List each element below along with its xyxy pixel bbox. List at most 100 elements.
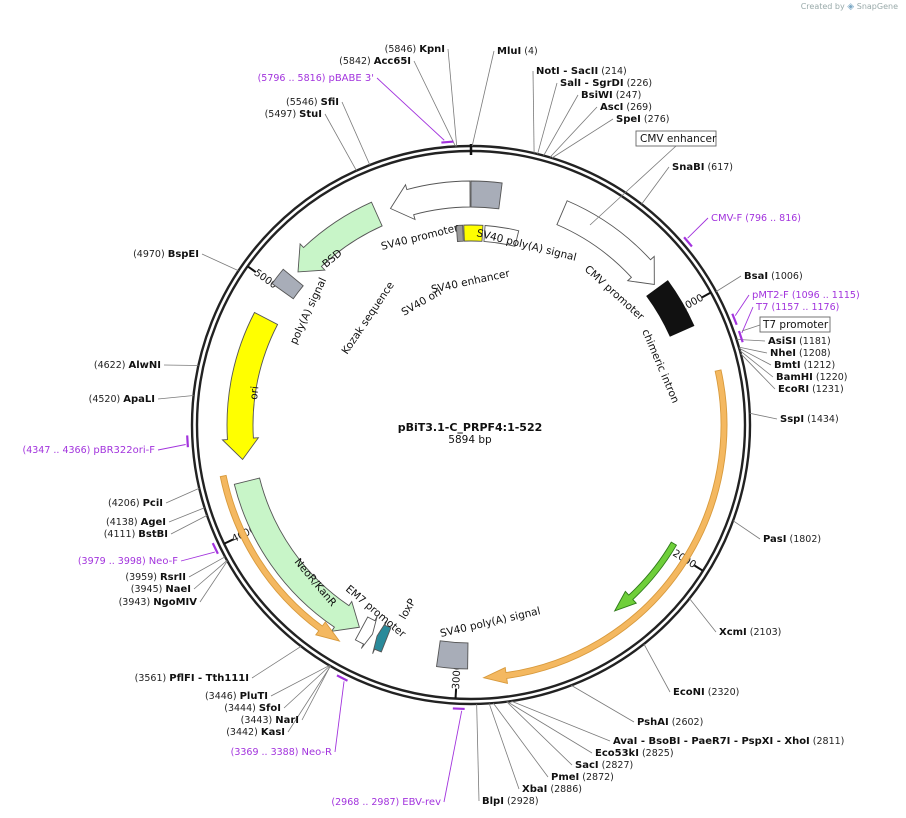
- site-econi[interactable]: EcoNI (2320): [643, 643, 739, 698]
- site-leader: [749, 412, 778, 420]
- site-enzyme-name: SpeI: [616, 114, 641, 125]
- primer-range: (4347 .. 4366): [23, 445, 94, 456]
- feature-bsd[interactable]: [297, 201, 383, 273]
- feature-cmv-promoter[interactable]: [556, 200, 655, 285]
- kozak-label: Kozak sequence: [340, 280, 397, 357]
- site-asci[interactable]: AscI (269): [549, 102, 652, 158]
- site-enzyme-name: -: [730, 736, 741, 747]
- site-pasi[interactable]: PasI (1802): [732, 520, 821, 545]
- feature-orf[interactable]: [482, 369, 728, 685]
- site-enzyme-name: PmeI: [551, 772, 579, 783]
- primer-label: (4347 .. 4366) pBR322ori-F: [23, 445, 156, 456]
- site-stui[interactable]: (5497) StuI: [265, 109, 357, 171]
- site-bsai[interactable]: BsaI (1006): [715, 271, 803, 292]
- primer-label: pMT2-F (1096 .. 1115): [752, 290, 860, 301]
- site-pmei[interactable]: PmeI (2872): [492, 702, 614, 783]
- site-position: (5497): [265, 109, 300, 120]
- feature-neor-kanr[interactable]: [233, 477, 360, 632]
- primer-cmv-f[interactable]: CMV-F (796 .. 816): [683, 213, 801, 248]
- site-position: (269): [623, 102, 652, 113]
- site-bamhi[interactable]: BamHI (1220): [739, 350, 848, 383]
- site-pcii[interactable]: (4206) PciI: [108, 487, 200, 509]
- primer-mark: [441, 140, 454, 144]
- site-bstbi[interactable]: (4111) BstBI: [104, 515, 208, 540]
- site-pflfi[interactable]: (3561) PflFI - Tth111I: [135, 646, 302, 684]
- site-nari[interactable]: (3443) NarI: [241, 665, 331, 726]
- site-avai[interactable]: AvaI - BsoBI - PaeR7I - PspXI - XhoI (28…: [511, 700, 844, 747]
- site-enzyme-name: Eco53kI: [595, 748, 639, 759]
- primer-t7[interactable]: T7 (1157 .. 1176): [737, 302, 839, 343]
- primer-mark: [336, 674, 349, 682]
- site-enzyme-name: AvaI: [613, 736, 637, 747]
- site-mlui[interactable]: MluI (4): [471, 46, 538, 147]
- cmv-enhancer-label-box[interactable]: CMV enhancer: [589, 130, 717, 226]
- sv40-promoter-label: SV40 promoter: [380, 222, 460, 253]
- site-naei[interactable]: (3945) NaeI: [131, 560, 228, 595]
- feature-sv40-poly-a-signal[interactable]: [436, 640, 469, 670]
- site-bsiwi[interactable]: BsiWI (247): [543, 90, 642, 156]
- feature-poly-a-signal[interactable]: [271, 268, 304, 300]
- site-apali[interactable]: (4520) ApaLI: [89, 394, 194, 405]
- site-kasi[interactable]: (3442) KasI: [226, 665, 331, 738]
- primer-pbabe-3-[interactable]: (5796 .. 5816) pBABE 3': [258, 73, 454, 144]
- feature-sv40-poly-a-signal[interactable]: [470, 180, 503, 210]
- site-enzyme-name: NotI: [536, 66, 560, 77]
- site-xcmi[interactable]: XcmI (2103): [689, 598, 782, 638]
- site-bspei[interactable]: (4970) BspEI: [133, 249, 239, 272]
- site-nhei[interactable]: NheI (1208): [738, 346, 831, 359]
- site-xbai[interactable]: XbaI (2886): [488, 703, 582, 795]
- t7-promoter-label-box[interactable]: T7 promoter: [741, 316, 831, 333]
- feature-chimeric-intron[interactable]: [646, 280, 695, 337]
- feature-loxp[interactable]: [372, 620, 392, 654]
- primer-neo-r[interactable]: (3369 .. 3388) Neo-R: [231, 674, 349, 758]
- site-position: (4520): [89, 394, 124, 405]
- site-leader: [492, 702, 549, 778]
- site-enzyme-name: EcoNI: [673, 687, 705, 698]
- site-leader: [188, 556, 226, 578]
- site-bmti[interactable]: BmtI (1212): [739, 347, 835, 371]
- site-pluti[interactable]: (3446) PluTI: [205, 665, 330, 702]
- site-blpi[interactable]: BlpI (2928): [476, 703, 539, 807]
- feature-kozak-sequence[interactable]: [455, 224, 464, 242]
- site-noti[interactable]: NotI - SacII (214): [532, 66, 627, 154]
- site-enzyme-name: PshAI: [637, 717, 669, 728]
- site-pshai[interactable]: PshAI (2602): [571, 684, 703, 728]
- ruler-tick: [693, 564, 704, 572]
- site-ngomiv[interactable]: (3943) NgoMIV: [119, 560, 228, 608]
- site-spei[interactable]: SpeI (276): [551, 114, 670, 159]
- primer-pbr322ori-f[interactable]: (4347 .. 4366) pBR322ori-F: [23, 435, 189, 456]
- site-sfii[interactable]: (5546) SfiI: [286, 97, 371, 166]
- site-sali[interactable]: SalI - SgrDI (226): [537, 78, 653, 155]
- site-acc65i[interactable]: (5842) Acc65I: [339, 56, 456, 147]
- site-kpni[interactable]: (5846) KpnI: [385, 44, 458, 147]
- site-eco53ki[interactable]: Eco53kI (2825): [506, 701, 674, 759]
- site-enzyme-name: SspI: [780, 414, 804, 425]
- site-enzyme-name: BsiWI: [581, 90, 613, 101]
- site-position: (4206): [108, 498, 143, 509]
- feature-sv40-enhancer[interactable]: [483, 225, 520, 247]
- site-agei[interactable]: (4138) AgeI: [106, 507, 205, 528]
- feature-orf[interactable]: [613, 541, 678, 612]
- feature-em7-promoter[interactable]: [354, 616, 378, 649]
- site-sspi[interactable]: SspI (1434): [749, 412, 839, 425]
- primer-ebv-rev[interactable]: (2968 .. 2987) EBV-rev: [331, 707, 465, 808]
- feature-sv40-ori[interactable]: [463, 224, 484, 242]
- feature-ori[interactable]: [221, 311, 279, 461]
- site-asisi[interactable]: AsiSI (1181): [736, 336, 831, 347]
- primer-pmt2-f[interactable]: pMT2-F (1096 .. 1115): [731, 290, 860, 326]
- site-position: (1802): [786, 534, 821, 545]
- site-rsrii[interactable]: (3959) RsrII: [125, 556, 226, 583]
- site-position: (4622): [94, 360, 129, 371]
- feature-orf[interactable]: [219, 474, 341, 642]
- site-position: (2872): [579, 772, 614, 783]
- primer-leader: [180, 551, 215, 562]
- site-ecori[interactable]: EcoRI (1231): [740, 353, 844, 395]
- site-alwni[interactable]: (4622) AlwNI: [94, 360, 199, 371]
- site-snabi[interactable]: SnaBI (617): [641, 162, 733, 205]
- site-sfoi[interactable]: (3444) SfoI: [224, 665, 331, 714]
- feature-sv40-promoter[interactable]: [389, 180, 471, 221]
- primer-neo-f[interactable]: (3979 .. 3998) Neo-F: [78, 542, 219, 567]
- site-saci[interactable]: SacI (2827): [506, 701, 634, 771]
- site-enzyme-name: ApaLI: [123, 394, 155, 405]
